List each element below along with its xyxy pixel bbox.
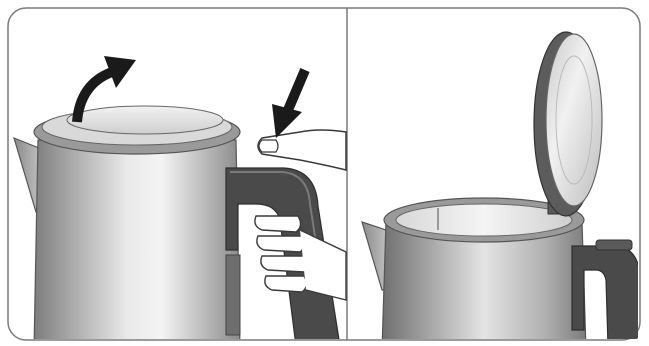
kettle-body-left <box>34 140 240 346</box>
lid-closed <box>67 106 223 134</box>
lid-open <box>546 34 602 206</box>
kettle-opening <box>396 204 572 236</box>
